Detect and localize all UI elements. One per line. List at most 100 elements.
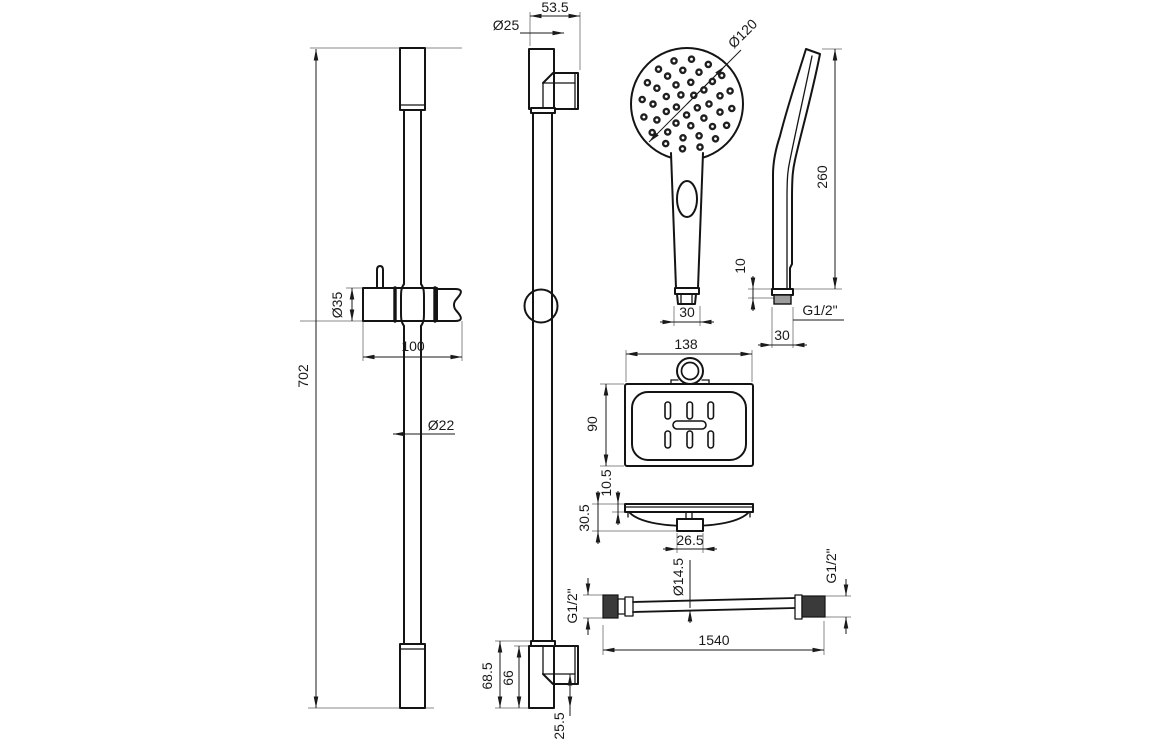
dim-hose-thread-right: G1/2": [823, 548, 839, 583]
handset-front-view-dimensions: 30: [660, 304, 714, 325]
nozzle-hole: [696, 143, 704, 151]
nozzle-hole: [718, 71, 726, 80]
handset-side-body: [772, 48, 821, 290]
handset-side-view: [771, 48, 821, 305]
dim-hose-length: 1540: [698, 632, 729, 648]
nozzle-hole: [695, 131, 703, 140]
dim-bracket-height-outer: 68.5: [479, 662, 495, 689]
nozzle-hole: [728, 104, 736, 113]
nozzle-hole: [653, 84, 661, 92]
slide-rail-front-view: [523, 48, 579, 709]
nozzle-hole: [678, 144, 687, 153]
dim-bracket-lower-depth: 25.5: [551, 712, 567, 739]
dish-inner-tray: [631, 391, 747, 461]
dim-bracket-height-inner: 66: [500, 670, 516, 686]
nozzle-hole: [711, 134, 720, 143]
soap-dish-top-view: [624, 357, 754, 467]
handset-side-view-dimensions: 260 10 G1/2" 30: [732, 49, 844, 348]
dim-nut-height: 10: [732, 258, 748, 274]
nozzle-hole: [663, 72, 672, 80]
nozzle-hole: [679, 133, 687, 142]
dim-handset-length: 260: [814, 165, 830, 189]
nozzle-hole: [704, 60, 713, 69]
nozzle-hole: [672, 81, 680, 89]
extension-lines: [300, 12, 851, 709]
rail-tube-bulge: [400, 283, 405, 327]
nozzle-hole: [695, 68, 703, 76]
nozzle-hole: [640, 113, 648, 121]
nozzle-hole: [643, 78, 652, 87]
nozzle-hole: [663, 128, 672, 136]
nozzle-hole: [716, 92, 724, 100]
bottom-wall-bracket-tube: [528, 645, 555, 709]
nozzle-hole: [693, 104, 702, 112]
dim-handset-thread: G1/2": [802, 302, 837, 318]
rail-bottom-cap: [399, 643, 426, 709]
dim-dish-rim-height: 10.5: [598, 469, 614, 496]
dim-holder-diameter: Ø35: [329, 292, 345, 319]
mode-button: [676, 180, 698, 218]
nozzle-hole: [726, 87, 734, 95]
nozzle-hole: [705, 100, 713, 108]
hose-right-connector: [801, 595, 826, 618]
nozzle-hole: [654, 65, 663, 73]
dish-drain-slots: [664, 401, 715, 449]
nozzle-hole: [687, 121, 695, 130]
nozzle-hole: [708, 122, 717, 131]
hose-left-connector: [602, 594, 619, 619]
nozzle-hole: [708, 77, 717, 86]
nozzle-hole: [700, 86, 708, 94]
dim-rail-length: 702: [295, 364, 311, 388]
dim-bracket-depth: 53.5: [541, 0, 568, 15]
rail-slider-ring: [523, 288, 559, 324]
dim-head-diameter: Ø120: [725, 16, 761, 52]
shower-hose-view: [602, 594, 826, 620]
dim-dish-height: 30.5: [576, 504, 592, 531]
nozzle-hole: [687, 78, 695, 87]
nozzle-hole: [648, 128, 657, 137]
shower-hose-view-dimensions: Ø14.5 1540 G1/2" G1/2": [564, 548, 849, 653]
nozzle-hole: [638, 95, 647, 104]
dim-holder-width: 100: [401, 338, 425, 354]
dim-outlet-width-side: 30: [774, 327, 790, 343]
nozzle-hole: [661, 139, 670, 148]
dim-dish-depth: 90: [584, 416, 600, 432]
inlet-nut-front: [676, 293, 697, 305]
soap-dish-top-view-dimensions: 138 90: [584, 336, 752, 466]
nozzle-hole: [653, 116, 661, 124]
holder-lock-lever: [376, 265, 384, 289]
dish-mount-block: [676, 518, 704, 532]
nozzle-hole: [687, 55, 696, 64]
dim-dish-width: 138: [674, 336, 698, 352]
soap-dish-side-view: [624, 503, 754, 532]
slide-rail-side-view-dimensions: 702 Ø35 100 Ø22: [295, 49, 462, 708]
dish-outer-body: [624, 383, 754, 467]
dim-rail-tube-diameter: Ø22: [428, 417, 455, 433]
inlet-nut-side: [773, 294, 792, 305]
dim-rail2-tube-diameter: Ø25: [493, 17, 520, 33]
dish-side-rim: [624, 503, 754, 513]
nozzle-hole: [677, 91, 685, 99]
slide-rail-front-view-dimensions: 53.5 Ø25 68.5 66 25.5: [479, 0, 580, 740]
nozzle-hole: [662, 107, 671, 116]
top-wall-bracket-tube: [528, 48, 555, 110]
dim-outlet-width-front: 30: [679, 304, 695, 320]
nozzle-hole: [682, 111, 691, 119]
top-wall-bracket-block: [553, 72, 579, 110]
nozzle-hole: [722, 121, 731, 130]
nozzle-hole: [662, 92, 671, 101]
handset-front-view: Ø120: [630, 16, 761, 305]
rail-top-cap: [399, 47, 426, 111]
nozzle-hole: [672, 119, 680, 127]
dim-dish-mount-width: 26.5: [676, 532, 703, 548]
nozzle-holes: [638, 55, 736, 153]
nozzle-hole: [679, 66, 687, 75]
dim-hose-diameter: Ø14.5: [670, 558, 686, 596]
soap-dish-side-view-dimensions: 10.5 30.5 26.5: [576, 469, 717, 552]
handset-holder-cradle: [436, 288, 462, 322]
nozzle-hole: [700, 114, 708, 122]
nozzle-hole: [672, 103, 681, 111]
slide-rail-side-view: [362, 47, 462, 709]
